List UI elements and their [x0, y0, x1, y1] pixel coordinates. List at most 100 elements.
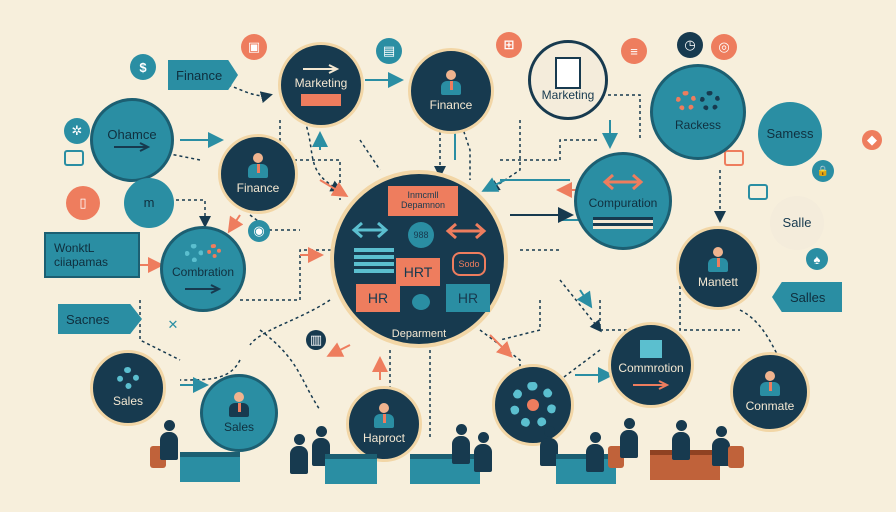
label-center-line2: Depamnon [400, 200, 446, 210]
department-banner: Inmcmll Depamnon [388, 186, 458, 216]
node-samess[interactable]: Samess [758, 102, 822, 166]
flag-finance: Finance [168, 60, 238, 90]
node-sales-bottom[interactable]: Sales [200, 374, 278, 452]
label-marketing-right: Marketing [541, 88, 595, 103]
tree-icon: ♠ [806, 248, 828, 270]
scissor-icon: ✕ [167, 317, 179, 332]
presentation-icon: ▯ [66, 186, 100, 220]
phone-icon: ◆ [862, 130, 882, 150]
arrow-right-icon [114, 142, 151, 153]
flag-salles: Salles [772, 282, 842, 312]
bar-chart-icon [724, 150, 744, 166]
double-arrow-icon [445, 222, 487, 240]
node-combration[interactable]: Combration [160, 226, 246, 312]
arrow-right-icon [185, 283, 222, 294]
label-mantett: Mantett [697, 274, 739, 289]
label-commrotion: Commrotion [618, 361, 684, 376]
target-icon: ◉ [248, 220, 270, 242]
gear-icon [117, 367, 139, 390]
node-mantett[interactable]: Mantett [676, 226, 760, 310]
node-department-hub[interactable]: Inmcmll Depamnon 988 HRT Sodo HR HR Depa… [330, 170, 508, 348]
manager-avatar-icon [760, 370, 780, 397]
cloud-icon [412, 294, 430, 310]
clipboard-icon [555, 57, 581, 90]
desk-icon [325, 454, 377, 484]
bank-icon [640, 340, 662, 359]
monitor-icon [64, 150, 84, 166]
chart-icon: ▤ [376, 38, 402, 64]
person-icon [672, 420, 690, 460]
desk-icon [410, 454, 480, 484]
chip-hr-left: HR [356, 284, 400, 312]
node-sales-left[interactable]: Sales [90, 350, 166, 426]
label-sales-left: Sales [112, 394, 144, 409]
chip-sodo: Sodo [452, 252, 486, 276]
server-icon: ▥ [306, 330, 326, 350]
gears-icon [676, 91, 720, 112]
node-commrotion[interactable]: Commrotion [608, 322, 694, 408]
person-icon [290, 434, 308, 474]
label-worktl-line1: WonktL [54, 240, 95, 255]
node-salle[interactable]: Salle [770, 196, 824, 250]
label-combration: Combration [171, 265, 235, 280]
icon-988: 988 [408, 222, 434, 248]
label-conmate: Conmate [745, 398, 795, 413]
person-icon [712, 426, 730, 466]
node-rackess[interactable]: Rackess [650, 64, 746, 160]
node-gear-hub[interactable] [492, 364, 574, 446]
node-ohamce[interactable]: Ohamce [90, 98, 174, 182]
node-finance-center[interactable]: Finance [408, 48, 494, 134]
person-icon [160, 420, 178, 460]
grid-icon [748, 184, 768, 200]
node-marketing-top[interactable]: Marketing [278, 42, 364, 128]
box-worktl[interactable]: WonktL ciiapamas [44, 232, 140, 278]
dollar-icon: $ [130, 54, 156, 80]
double-arrow-icon [351, 221, 389, 239]
label-center-line1: Inmcmll [407, 190, 439, 201]
gears-icon [185, 244, 221, 263]
arrow-right-icon [633, 379, 670, 390]
person-icon [586, 432, 604, 472]
node-finance-left[interactable]: Finance [218, 134, 298, 214]
label-finance-left: Finance [236, 180, 280, 195]
arrow-right-icon [303, 64, 340, 74]
double-arrow-icon [301, 93, 341, 106]
manager-avatar-icon [374, 402, 394, 429]
chip-hrt: HRT [396, 258, 440, 286]
lock-icon: 🔒 [812, 160, 834, 182]
node-m[interactable]: m [124, 178, 174, 228]
cart-icon: ⊞ [496, 32, 522, 58]
node-conmate[interactable]: Conmate [730, 352, 810, 432]
node-haproct[interactable]: Haproct [346, 386, 422, 462]
chip-hr-right: HR [446, 284, 490, 312]
large-gear-icon [510, 382, 556, 428]
person-icon [620, 418, 638, 458]
label-sales-bottom: Sales [223, 419, 255, 434]
manager-avatar-icon [248, 152, 268, 179]
desk-icon [180, 452, 240, 482]
double-arrow-icon [602, 173, 644, 191]
label-haproct: Haproct [362, 430, 406, 445]
manager-avatar-icon [441, 69, 461, 96]
label-m: m [143, 194, 155, 210]
label-finance-center: Finance [429, 97, 473, 112]
label-department: Deparment [391, 328, 447, 340]
label-worktl-line2: ciiapamas [54, 255, 109, 269]
label-salle: Salle [782, 214, 812, 230]
manager-avatar-icon [229, 391, 249, 418]
label-marketing-top: Marketing [294, 76, 348, 91]
person-icon [540, 426, 558, 466]
node-marketing-right[interactable]: Marketing [528, 40, 608, 120]
gear-small-icon: ✲ [64, 118, 90, 144]
label-ohamce: Ohamce [107, 126, 157, 142]
flag-sacnes: Sacnes [58, 304, 142, 334]
clock-icon: ◷ [677, 32, 703, 58]
chair-icon [728, 446, 744, 468]
node-compuration[interactable]: Compuration [574, 152, 672, 250]
person-icon [452, 424, 470, 464]
label-rackess: Rackess [674, 118, 721, 133]
document-icon: ▣ [241, 34, 267, 60]
label-compuration: Compuration [588, 196, 658, 211]
